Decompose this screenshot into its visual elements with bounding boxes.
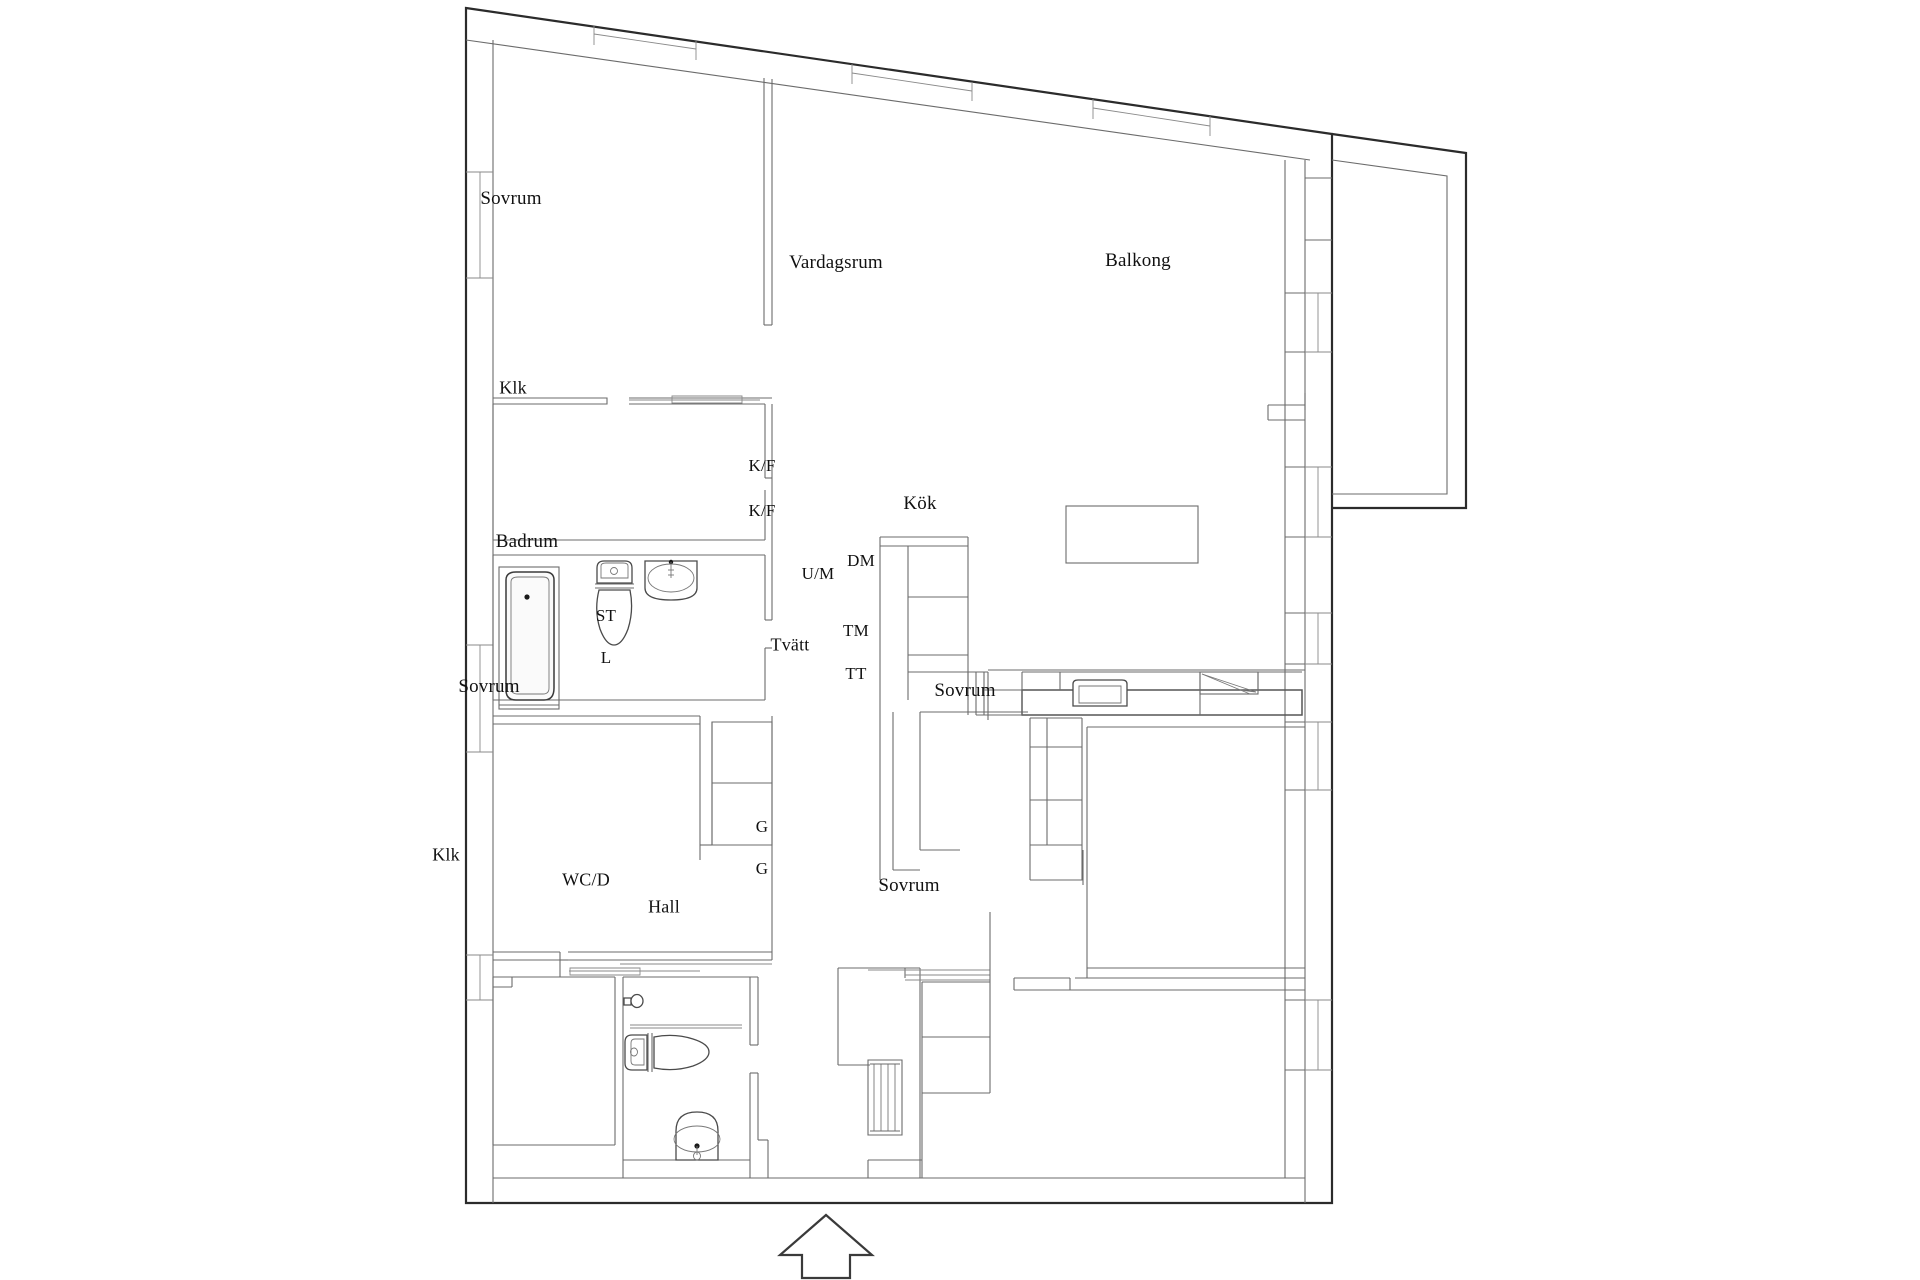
window-right-5 xyxy=(1305,999,1332,1071)
toilet-wcd xyxy=(624,1033,710,1072)
room-label-tm: TM xyxy=(843,621,869,640)
toilet-badrum xyxy=(595,560,634,646)
room-label-wc-d: WC/D xyxy=(562,869,610,890)
room-label-st: ST xyxy=(595,606,617,625)
room-label-dm: DM xyxy=(847,551,875,570)
window-top-2 xyxy=(851,64,973,101)
kitchen-island xyxy=(1065,505,1199,564)
room-label-l: L xyxy=(600,648,612,667)
room-label-tvatt: Tvätt xyxy=(770,634,810,655)
room-label-tt: TT xyxy=(845,664,867,683)
bathtub xyxy=(498,566,560,710)
room-label-hall: Hall xyxy=(648,896,680,917)
room-label-sovrum-nw: Sovrum xyxy=(480,188,542,209)
room-label-sovrum-w: Sovrum xyxy=(458,676,520,697)
balkong-outline xyxy=(1331,132,1468,510)
window-top-3 xyxy=(1092,99,1211,136)
washbasin-badrum xyxy=(644,559,698,601)
room-label-badrum: Badrum xyxy=(495,531,559,552)
room-label-um: U/M xyxy=(801,564,835,583)
room-label-g-lower: G xyxy=(755,859,769,878)
room-label-klk-nw: Klk xyxy=(499,377,527,398)
room-label-kf-upper: K/F xyxy=(748,456,776,475)
room-label-sovrum-se: Sovrum xyxy=(878,875,940,896)
window-left-3 xyxy=(466,954,493,1001)
window-right-2 xyxy=(1305,466,1332,538)
hook-wcd xyxy=(623,993,644,1009)
room-label-klk-sw: Klk xyxy=(432,844,460,865)
window-left-2 xyxy=(466,644,493,753)
window-right-4 xyxy=(1305,721,1332,791)
room-label-g-upper: G xyxy=(755,817,769,836)
washbasin-wcd xyxy=(673,1111,721,1161)
room-label-kok: Kök xyxy=(903,493,937,514)
window-top-1 xyxy=(593,26,697,60)
window-right-1 xyxy=(1305,292,1332,353)
room-label-balkong: Balkong xyxy=(1105,250,1171,271)
interior-walls xyxy=(492,78,1332,1178)
room-label-kf-lower: K/F xyxy=(748,501,776,520)
window-left-1 xyxy=(466,171,493,279)
kitchen-counter-run xyxy=(967,671,1303,716)
window-right-3 xyxy=(1305,612,1332,665)
room-label-sovrum-e: Sovrum xyxy=(934,680,996,701)
room-label-vardagsrum: Vardagsrum xyxy=(789,252,883,273)
entrance-arrow-icon xyxy=(777,1213,875,1280)
